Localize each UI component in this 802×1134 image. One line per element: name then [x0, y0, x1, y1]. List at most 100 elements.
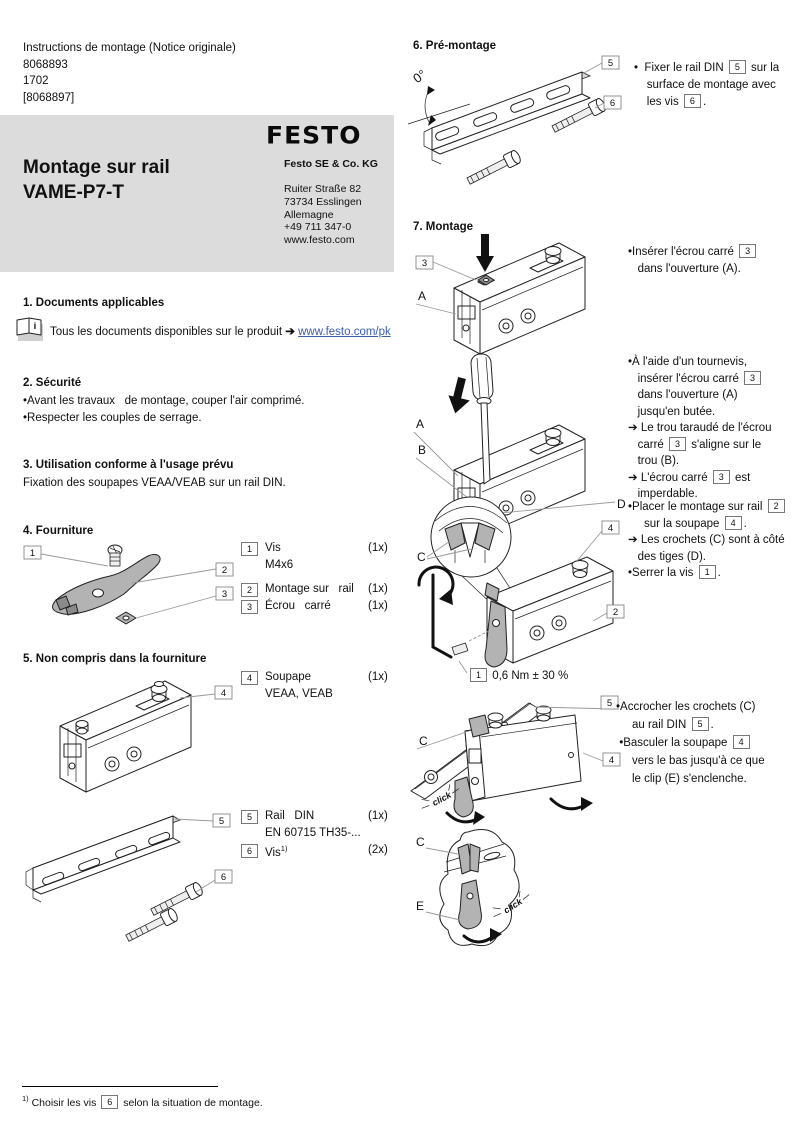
ref-arrow-icon: ➔ — [285, 326, 299, 338]
doc-title-line2: VAME-P7-T — [23, 182, 124, 203]
item-number: 6 — [241, 844, 258, 858]
valve-drawing — [453, 242, 586, 355]
montage-step1-diagram: 3 A — [415, 234, 586, 355]
clip-foot — [458, 879, 482, 930]
item-number: 1 — [241, 542, 258, 556]
label-C: C — [419, 734, 428, 748]
text-line: • Fixer le rail DIN 5 sur la — [634, 60, 780, 74]
inline-part-ref: 4 — [724, 515, 742, 530]
label-C: C — [416, 835, 425, 849]
item-label: M4x6 — [265, 559, 294, 571]
text-line: ➔ L'écrou carré 3 est — [628, 469, 751, 484]
cap-fitting-front — [75, 720, 89, 735]
item-number: 3 — [241, 600, 258, 614]
svg-text:2: 2 — [613, 607, 618, 618]
text-line: Allemagne — [284, 208, 334, 221]
rail-mount-bracket — [52, 553, 161, 616]
text-line: au rail DIN 5. — [616, 717, 714, 731]
rail-screw-head — [424, 770, 438, 784]
part-label-6: 6 — [603, 95, 622, 110]
text-line: 8068893 — [23, 58, 68, 71]
inline-part-ref: 3 — [744, 370, 762, 385]
item-number: 5 — [241, 810, 258, 824]
item-label: Écrou carré — [265, 600, 331, 612]
mount-screw-1 — [150, 882, 203, 916]
hook-on-rail — [468, 714, 490, 738]
montage-step1-text: •Insérer l'écrou carré 3 dans l'ouvertur… — [628, 244, 800, 277]
part-label-4: 4 — [214, 685, 233, 700]
svg-text:3: 3 — [422, 258, 427, 269]
din-rail-drawing — [423, 71, 592, 165]
item-row: VEAA, VEAB — [241, 687, 411, 704]
text-line: www.festo.com — [284, 234, 355, 247]
mount-screw-2 — [125, 908, 178, 942]
hooks-detail — [434, 506, 508, 563]
inline-part-ref: 3 — [739, 244, 757, 258]
clip-hooks — [457, 843, 481, 875]
item-label: Rail DIN — [265, 810, 315, 822]
text-line: [8068897] — [23, 91, 75, 104]
festo-logo: FESTO — [266, 121, 362, 150]
festo-product-link[interactable]: www.festo.com/pk — [298, 326, 391, 338]
text-line: •Respecter les couples de serrage. — [23, 412, 202, 424]
montage-step2-text: •À l'aide d'un tournevis, insérer l'écro… — [628, 354, 802, 503]
inline-part-ref: 4 — [732, 735, 750, 749]
text-line: sur la soupape 4. — [628, 515, 747, 530]
text-line: ➔ Le trou taraudé de l'écrou — [628, 422, 772, 434]
montage-step5-diagram: click C E — [416, 829, 530, 947]
part-label-2: 2 — [215, 562, 234, 577]
footnote-text: Choisir les vis 6 selon la situation de … — [28, 1094, 263, 1109]
hex-key — [431, 573, 490, 659]
text-line: •Insérer l'écrou carré 3 — [628, 244, 800, 261]
non-compris-diagram: 4 — [25, 680, 233, 942]
text-line: 73734 Esslingen — [284, 195, 362, 208]
svg-text:4: 4 — [221, 688, 226, 699]
item-label: Soupape — [265, 671, 312, 683]
section3-heading: 3. Utilisation conforme à l'usage prévu — [23, 459, 234, 471]
brand-band — [0, 115, 394, 272]
din-rail-drawing — [25, 815, 181, 903]
item-label: Vis — [265, 542, 281, 554]
section1-text: Tous les documents disponibles sur le pr… — [50, 324, 391, 340]
mount-screw-2 — [466, 150, 521, 185]
part-label-1: 1 — [23, 545, 42, 560]
item-row: EN 60715 TH35-... — [241, 826, 411, 843]
text-line: ➔ Les crochets (C) sont à côté — [628, 534, 785, 546]
rotate-arrow-icon — [417, 565, 455, 605]
item-label: VEAA, VEAB — [265, 688, 333, 700]
svg-text:6: 6 — [221, 872, 226, 883]
part-label-4: 4 — [602, 752, 621, 767]
mount-screw-1 — [551, 98, 606, 133]
label-E: E — [416, 899, 424, 913]
footnote: 1) Choisir les vis 6 selon la situation … — [22, 1094, 263, 1109]
label-B: B — [418, 443, 426, 457]
item-qty: (1x) — [368, 810, 388, 822]
svg-text:4: 4 — [608, 523, 613, 534]
text-line: •À l'aide d'un tournevis, — [628, 356, 748, 368]
text-line: carré 3 s'aligne sur le — [628, 436, 762, 451]
pre-montage-text: • Fixer le rail DIN 5 sur la surface de … — [634, 60, 796, 111]
text-line: dans l'ouverture (A) — [628, 389, 738, 401]
svg-text:2: 2 — [222, 565, 227, 576]
montage-step4-text: •Accrocher les crochets (C) au rail DIN … — [616, 698, 800, 788]
inline-part-ref: 6 — [101, 1094, 119, 1109]
part-label-5: 5 — [212, 813, 231, 828]
text-line: vers le bas jusqu'à ce que — [616, 755, 765, 767]
info-book-icon: i — [16, 317, 43, 341]
part-label-5: 5 — [600, 695, 619, 710]
item-number: 2 — [241, 583, 258, 597]
publication-info: Instructions de montage (Notice original… — [23, 40, 236, 106]
inline-part-ref: 5 — [728, 60, 746, 74]
part-label-3: 3 — [415, 255, 434, 270]
company-name: Festo SE & Co. KG — [284, 158, 378, 170]
inline-part-ref: 3 — [669, 436, 686, 451]
label-A: A — [418, 289, 426, 303]
screwdriver — [470, 353, 494, 485]
text-line: +49 711 347-0 — [284, 221, 352, 234]
text-line: •Basculer la soupape 4 — [616, 734, 800, 752]
press-down-arrow-icon — [476, 234, 494, 272]
text-line: •Accrocher les crochets (C) — [616, 701, 756, 713]
